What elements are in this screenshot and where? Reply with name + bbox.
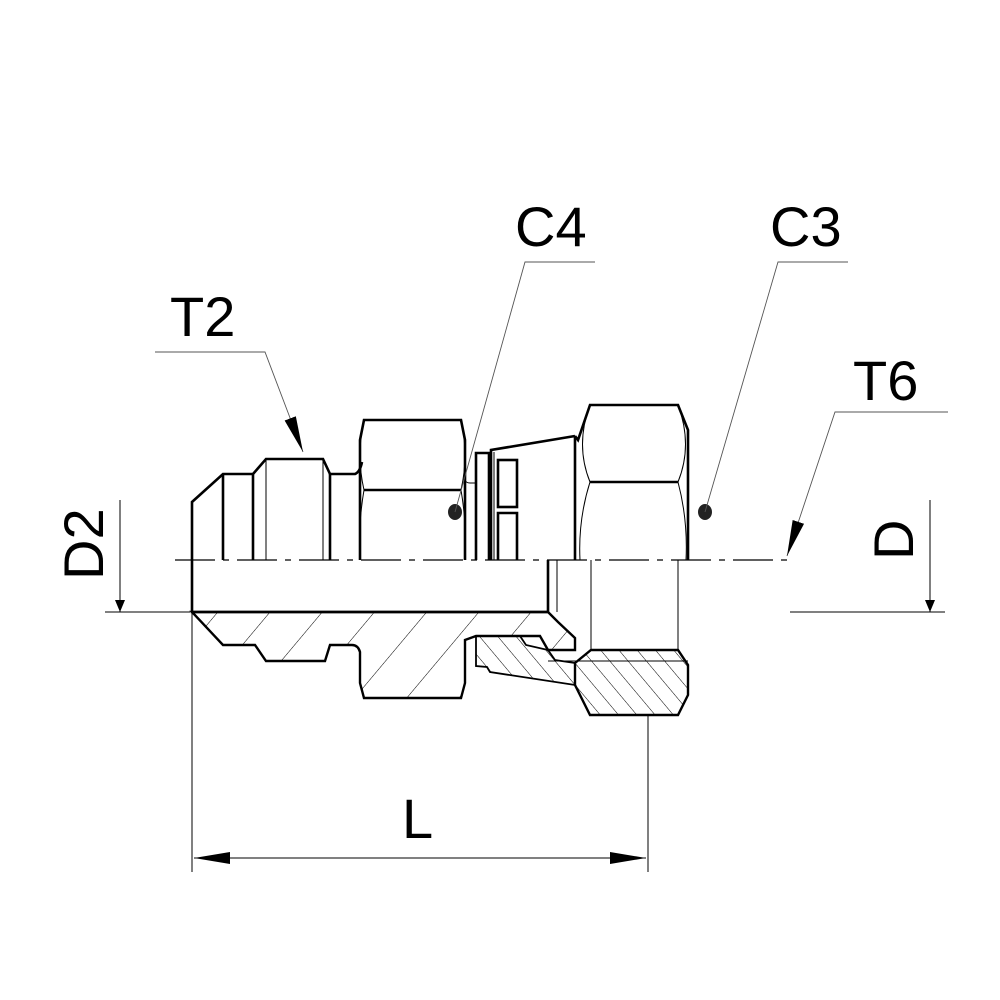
- callout-t2: T2: [155, 285, 304, 453]
- dimension-d2: D2: [52, 500, 190, 613]
- label-c4: C4: [515, 195, 587, 258]
- dimension-d: D: [790, 500, 945, 613]
- fitting-upper-view: [190, 403, 712, 561]
- callout-c3: C3: [704, 195, 848, 513]
- label-d2: D2: [52, 508, 115, 580]
- dimension-l: L: [191, 612, 649, 872]
- label-c3: C3: [770, 195, 842, 258]
- label-t6: T6: [853, 349, 918, 412]
- callout-c4: C4: [454, 195, 595, 513]
- label-d: D: [862, 520, 925, 560]
- fitting-section-view: [189, 610, 690, 717]
- callout-t6: T6: [786, 349, 948, 557]
- label-l: L: [402, 787, 433, 850]
- label-t2: T2: [170, 285, 235, 348]
